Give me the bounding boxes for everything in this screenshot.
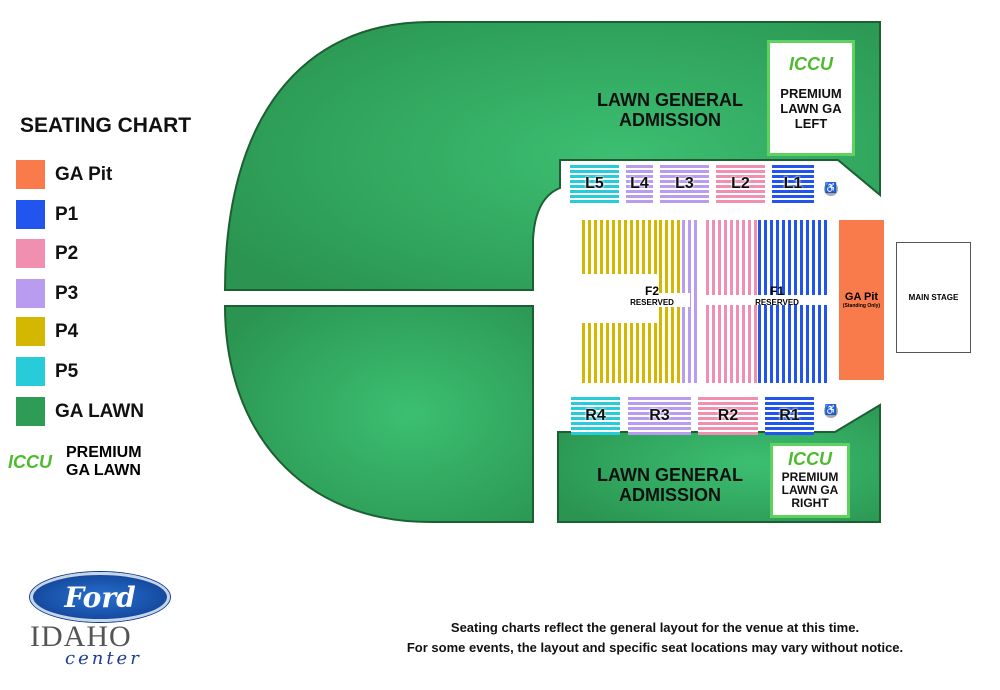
swatch: [16, 239, 45, 268]
legend-label: P2: [55, 242, 79, 264]
iccu-logo: ICCU: [788, 449, 832, 469]
legend-label: P5: [55, 360, 79, 382]
upper-lawn: [223, 21, 881, 291]
legend-label: PREMIUM: [66, 444, 142, 461]
legend-label: GA LAWN: [55, 400, 145, 422]
pit-label: GA Pit: [844, 291, 879, 303]
section-L3[interactable]: L3: [660, 165, 709, 203]
legend-title: SEATING CHART: [20, 114, 192, 137]
floor-p3[interactable]: [682, 220, 700, 383]
premium-lawn-left[interactable]: ICCU PREMIUM LAWN GA LEFT: [767, 40, 855, 156]
legend-item-premium: ICCU PREMIUM GA LAWN: [8, 444, 142, 480]
section-R3[interactable]: R3: [628, 397, 691, 435]
venue-logo-text: IDAHO: [30, 620, 132, 653]
ford-logo: Ford: [30, 572, 170, 622]
label: LAWN GA: [781, 483, 839, 497]
legend-label: GA LAWN: [66, 462, 141, 479]
legend-label: P3: [55, 282, 79, 304]
iccu-logo: ICCU: [789, 54, 833, 74]
section-L5[interactable]: L5: [570, 165, 619, 203]
lower-lawn-left: [223, 305, 534, 523]
iccu-logo: ICCU: [8, 451, 52, 472]
label: PREMIUM: [780, 86, 842, 101]
aisle: [700, 295, 828, 305]
floor-f2-lower[interactable]: [582, 323, 660, 383]
legend-label: P4: [55, 320, 79, 342]
ga-pit[interactable]: GA Pit (Standing Only): [839, 220, 884, 380]
swatch: [16, 397, 45, 426]
aisle: [620, 293, 690, 307]
swatch: [16, 357, 45, 386]
legend-item-p1: P1: [16, 200, 78, 229]
legend-item-p4: P4: [16, 317, 78, 346]
venue-logo-sub: center: [65, 648, 142, 669]
swatch: [16, 200, 45, 229]
section-R4[interactable]: R4: [571, 397, 620, 435]
label: LAWN GA: [780, 101, 842, 116]
disclaimer-line1: Seating charts reflect the general layou…: [450, 620, 860, 635]
section-L4[interactable]: L4: [626, 165, 653, 203]
section-R2[interactable]: R2: [698, 397, 758, 435]
swatch: [16, 317, 45, 346]
pit-sub: (Standing Only): [842, 303, 881, 309]
section-L1[interactable]: L1: [772, 165, 814, 203]
main-stage: MAIN STAGE: [896, 242, 971, 353]
disclaimer-line2: For some events, the layout and specific…: [406, 640, 904, 655]
floor-f2-upper[interactable]: [582, 220, 660, 274]
swatch: [16, 279, 45, 308]
legend-item-ga-lawn: GA LAWN: [16, 397, 144, 426]
legend-item-ga-pit: GA Pit: [16, 160, 112, 189]
label: RIGHT: [791, 496, 829, 510]
section-R1[interactable]: R1: [765, 397, 814, 435]
wheelchair-icon: ♿: [824, 182, 838, 196]
label: LEFT: [794, 116, 828, 131]
wheelchair-icon: ♿: [824, 404, 838, 418]
legend-item-p3: P3: [16, 279, 78, 308]
section-L2[interactable]: L2: [716, 165, 765, 203]
label: PREMIUM: [781, 470, 839, 484]
legend-item-p2: P2: [16, 239, 78, 268]
legend-label: P1: [55, 203, 79, 225]
legend-item-p5: P5: [16, 357, 78, 386]
swatch: [16, 160, 45, 189]
premium-lawn-right[interactable]: ICCU PREMIUM LAWN GA RIGHT: [770, 443, 850, 518]
legend-label: GA Pit: [55, 163, 113, 185]
